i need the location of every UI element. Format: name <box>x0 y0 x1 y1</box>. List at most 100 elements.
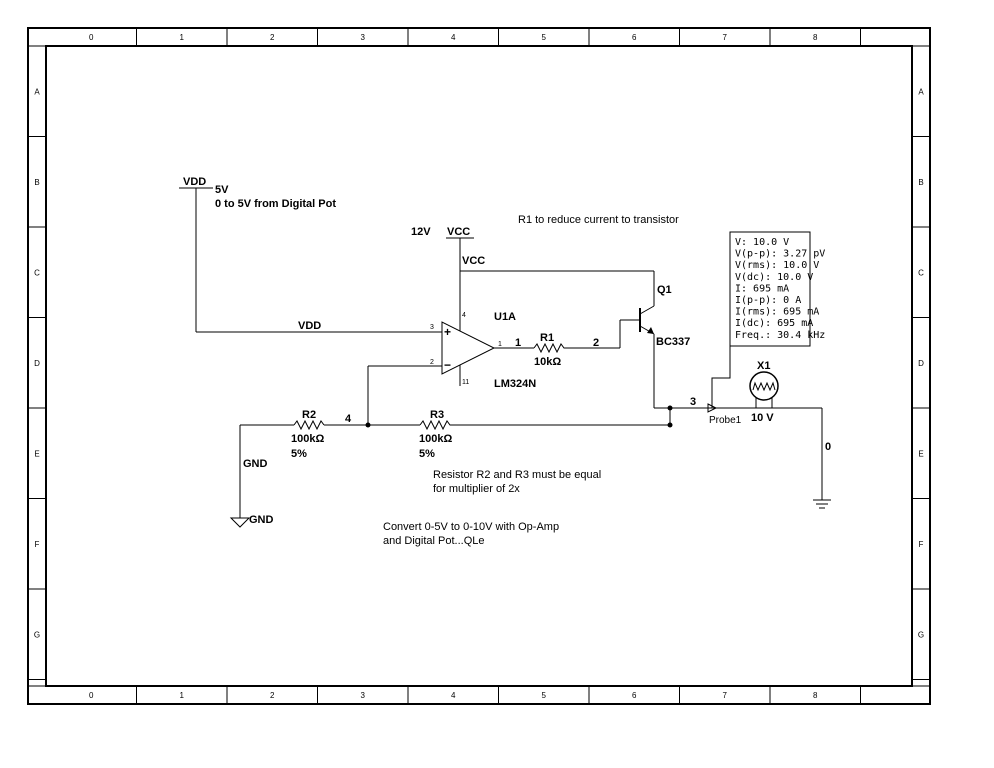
opamp-pin-vcc: 4 <box>462 312 466 319</box>
row-label: C <box>34 268 40 277</box>
column-label: 7 <box>723 691 728 700</box>
net-3-label: 3 <box>690 396 696 408</box>
column-label: 1 <box>180 33 185 42</box>
convert-note-line1: Convert 0-5V to 0-10V with Op-Amp <box>383 521 559 533</box>
lamp-ref: X1 <box>757 360 770 372</box>
column-label: 7 <box>723 33 728 42</box>
row-label: B <box>918 178 923 187</box>
probe-label: Probe1 <box>709 415 742 426</box>
vcc-value: 12V <box>411 226 431 238</box>
ground-symbol-icon <box>813 499 831 509</box>
opamp-part: LM324N <box>494 378 536 390</box>
column-label: 4 <box>451 33 456 42</box>
row-label: D <box>918 359 924 368</box>
r3-ref: R3 <box>430 409 444 421</box>
transistor-emitter-arrow <box>647 327 654 334</box>
probe-readout-line: I(rms): 695 mA <box>735 307 819 318</box>
wires <box>179 187 823 518</box>
probe-readout-line: V(rms): 10.0 V <box>735 260 819 271</box>
opamp-pin-inv: 2 <box>430 359 434 366</box>
vdd-value: 5V <box>215 184 229 196</box>
vdd-label: VDD <box>183 176 206 188</box>
resistor-zigzags <box>293 342 566 431</box>
opamp-pin-out: 1 <box>498 341 502 348</box>
r1-note: R1 to reduce current to transistor <box>518 214 679 226</box>
gnd-net-label: GND <box>243 458 268 470</box>
lamp-symbol <box>749 371 779 409</box>
probe-readout: V: 10.0 VV(p-p): 3.27 pVV(rms): 10.0 VV(… <box>735 237 825 341</box>
probe-readout-line: I: 695 mA <box>735 283 789 294</box>
gnd-triangle-icon <box>229 517 251 528</box>
column-label: 6 <box>632 33 637 42</box>
column-labels-top: 0 1 2 3 4 5 6 7 8 <box>89 33 818 42</box>
convert-note-line2: and Digital Pot...QLe <box>383 535 485 547</box>
q1-part: BC337 <box>656 336 690 348</box>
net-4-label: 4 <box>345 413 352 425</box>
opamp-ref: U1A <box>494 311 516 323</box>
vcc-label: VCC <box>447 226 470 238</box>
r3-value: 100kΩ <box>419 433 452 445</box>
probe-arrow-icon <box>707 403 718 413</box>
column-label: 0 <box>89 33 94 42</box>
net-1-label: 1 <box>515 337 521 349</box>
probe-readout-line: Freq.: 30.4 kHz <box>735 330 825 341</box>
equal-note-line2: for multiplier of 2x <box>433 483 520 495</box>
opamp-plus-sign: + <box>444 325 451 339</box>
gnd-symbol-label: GND <box>249 514 274 526</box>
q1-ref: Q1 <box>657 284 672 296</box>
opamp-minus-sign: − <box>444 358 451 372</box>
ground-net-label: 0 <box>825 441 831 453</box>
opamp-pin-gnd: 11 <box>462 379 469 386</box>
row-labels-right: A B C D E F G <box>918 87 924 639</box>
row-label: B <box>34 178 39 187</box>
column-label: 5 <box>542 691 547 700</box>
row-label: E <box>34 449 39 458</box>
probe-readout-line: I(dc): 695 mA <box>735 318 813 329</box>
row-label: E <box>918 449 923 458</box>
column-label: 2 <box>270 33 275 42</box>
column-label: 0 <box>89 691 94 700</box>
r3-tolerance: 5% <box>419 448 435 460</box>
probe-readout-line: V(dc): 10.0 V <box>735 272 813 283</box>
lamp-value: 10 V <box>751 412 774 424</box>
probe-readout-line: I(p-p): 0 A <box>735 295 801 306</box>
column-label: 4 <box>451 691 456 700</box>
column-label: 3 <box>361 33 366 42</box>
r1-value: 10kΩ <box>534 356 561 368</box>
column-label: 6 <box>632 691 637 700</box>
net-vdd-label: VDD <box>298 320 321 332</box>
probe-readout-line: V: 10.0 V <box>735 237 789 248</box>
row-label: A <box>918 87 924 96</box>
vcc-net-label: VCC <box>462 255 485 267</box>
r2-tolerance: 5% <box>291 448 307 460</box>
net-2-label: 2 <box>593 337 599 349</box>
row-label: A <box>34 87 40 96</box>
r2-ref: R2 <box>302 409 316 421</box>
column-label: 2 <box>270 691 275 700</box>
column-labels-bottom: 0 1 2 3 4 5 6 7 8 <box>89 691 818 700</box>
probe-readout-line: V(p-p): 3.27 pV <box>735 249 825 260</box>
vdd-description: 0 to 5V from Digital Pot <box>215 198 336 210</box>
drawing-frame <box>27 27 931 705</box>
row-label: F <box>919 540 924 549</box>
opamp-pin-noninv: 3 <box>430 324 434 331</box>
probe-readout-box <box>729 231 811 347</box>
column-label: 3 <box>361 691 366 700</box>
row-label: G <box>34 630 40 639</box>
column-label: 1 <box>180 691 185 700</box>
column-label: 8 <box>813 33 818 42</box>
frame-grid-ticks <box>28 28 930 704</box>
junction-dots <box>365 405 673 428</box>
row-labels-left: A B C D E F G <box>34 87 40 639</box>
row-label: D <box>34 359 40 368</box>
row-label: F <box>35 540 40 549</box>
row-label: C <box>918 268 924 277</box>
r1-ref: R1 <box>540 332 554 344</box>
r2-value: 100kΩ <box>291 433 324 445</box>
column-label: 8 <box>813 691 818 700</box>
opamp-symbol <box>441 321 496 386</box>
equal-note-line1: Resistor R2 and R3 must be equal <box>433 469 601 481</box>
row-label: G <box>918 630 924 639</box>
column-label: 5 <box>542 33 547 42</box>
